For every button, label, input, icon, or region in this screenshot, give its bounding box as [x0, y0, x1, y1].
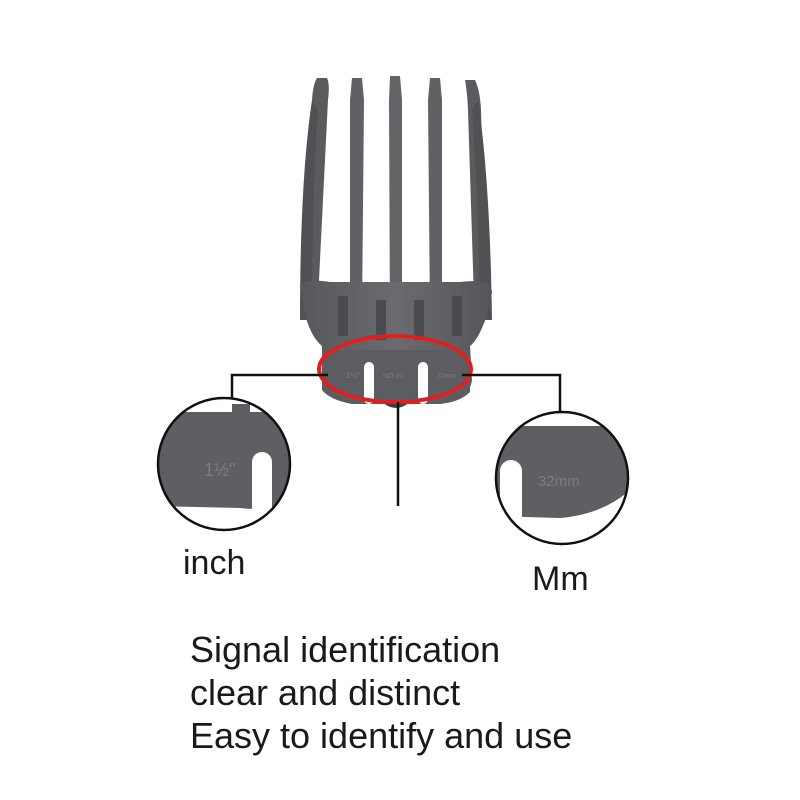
- comb-tooth: [389, 76, 402, 330]
- comb-marking-inch: 1½": [346, 371, 360, 380]
- comb-marking-mm: 32mm: [437, 373, 457, 380]
- guard-comb: 1½" NO.10 32mm: [300, 76, 492, 408]
- zoom-marking-mm: 32mm: [538, 473, 580, 490]
- caption-line-2: clear and distinct: [190, 672, 461, 713]
- highlight-ring: [317, 334, 473, 404]
- mm-label: Mm: [532, 560, 589, 598]
- zoom-circle-inch: 1½": [156, 396, 292, 532]
- zoom-circle-mm: 32mm: [494, 410, 630, 546]
- comb-tooth: [350, 78, 364, 315]
- zoom-marking-inch: 1½": [204, 460, 235, 480]
- leader-lines: [230, 373, 562, 506]
- inch-label: inch: [183, 544, 246, 582]
- caption-block: Signal identification clear and distinct…: [190, 628, 572, 757]
- caption-line-3: Easy to identify and use: [190, 715, 573, 756]
- comb-tooth: [428, 78, 442, 315]
- comb-marking-model: NO.10: [383, 373, 403, 380]
- caption-line-1: Signal identification: [190, 629, 501, 670]
